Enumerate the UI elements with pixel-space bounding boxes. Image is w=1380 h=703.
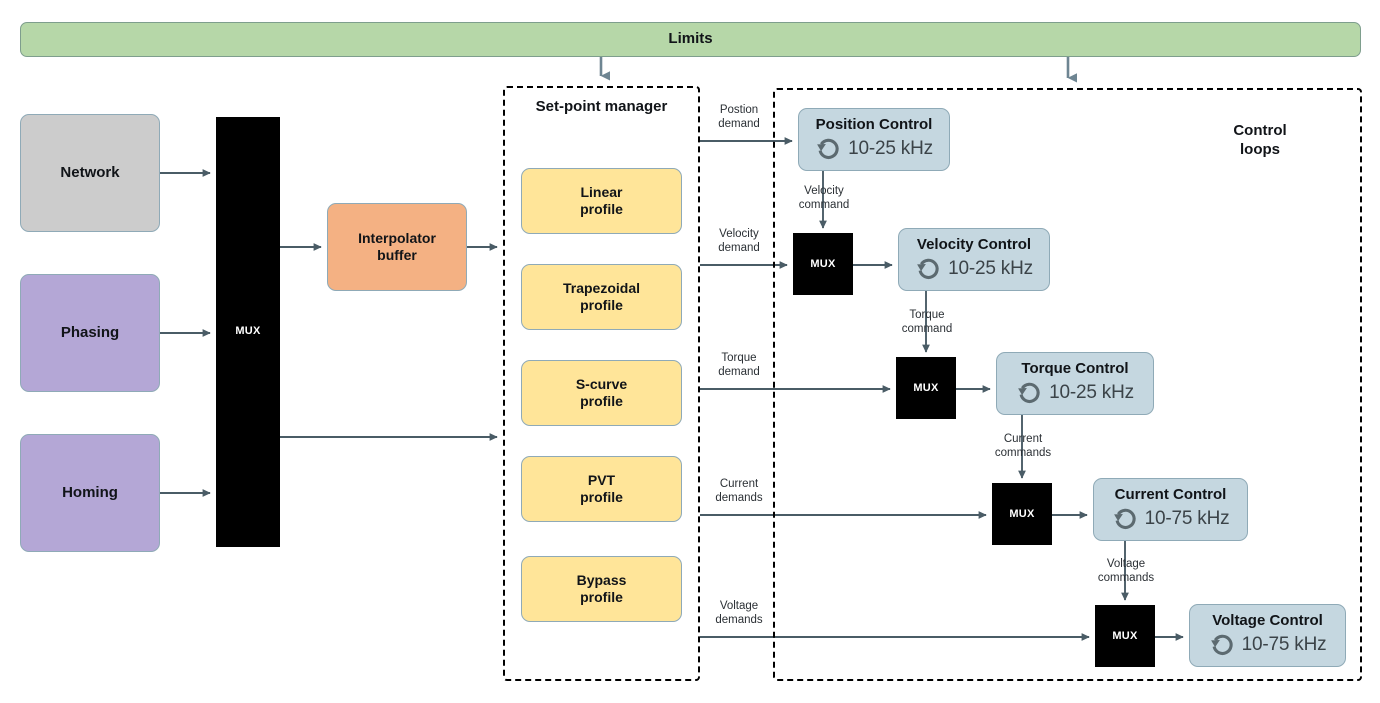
interpolator-label: Interpolator buffer [358,229,436,263]
profile-block-bypass[interactable]: Bypass profile [521,556,682,622]
loop-title: Position Control [815,116,933,134]
edge-label-torque-demand: Torque demand [718,352,760,379]
control-loop-torque[interactable]: Torque Control 10-25 kHz [996,352,1154,415]
source-label: Homing [62,483,118,501]
edge-label-position-demand: Postion demand [718,104,760,131]
loop-rate-row: 10-75 kHz [1209,632,1327,658]
mux-label: MUX [1112,630,1138,642]
edge-label-velocity-command: Velocity command [798,185,850,212]
mux-label: MUX [913,382,939,394]
source-block-phasing[interactable]: Phasing [20,274,160,392]
loop-refresh-icon [917,258,939,279]
set-point-manager-title: Set-point manager [535,98,668,115]
control-loops-container [773,88,1362,681]
control-loops-title: Control loops [1233,122,1287,158]
edge-label-torque-command: Torque command [901,309,953,336]
profile-block-linear[interactable]: Linear profile [521,168,682,234]
loop-title: Velocity Control [916,236,1032,254]
loop-title: Current Control [1114,486,1227,504]
loop-rate-row: 10-25 kHz [915,256,1033,282]
interpolator-buffer-block[interactable]: Interpolator buffer [327,203,467,291]
loop-rate-row: 10-25 kHz [815,136,933,162]
mux-label: MUX [1009,508,1035,520]
profile-label: Linear profile [580,183,623,217]
edge-label-voltage-commands: Voltage commands [1097,558,1155,585]
mux-voltage[interactable]: MUX [1095,605,1155,667]
input-mux-bar[interactable]: MUX [216,117,280,547]
mux-torque[interactable]: MUX [896,357,956,419]
control-loop-position[interactable]: Position Control 10-25 kHz [798,108,950,171]
loop-rate: 10-75 kHz [1144,507,1230,529]
loop-refresh-icon [1113,508,1136,529]
loop-rate: 10-25 kHz [948,257,1033,279]
source-label: Phasing [60,323,120,341]
limits-label: Limits [668,30,713,48]
source-block-homing[interactable]: Homing [20,434,160,552]
loop-rate: 10-25 kHz [1049,381,1134,403]
loop-rate: 10-75 kHz [1241,633,1327,655]
loop-refresh-icon [817,138,839,159]
edge-label-current-commands: Current commands [994,433,1052,460]
loop-rate: 10-25 kHz [848,137,933,159]
limits-bar[interactable]: Limits [20,22,1361,57]
edge-label-velocity-demand: Velocity demand [718,228,760,255]
mux-label: MUX [810,258,836,270]
mux-current[interactable]: MUX [992,483,1052,545]
source-label: Network [60,163,120,181]
loop-rate-row: 10-75 kHz [1112,506,1230,532]
mux-velocity[interactable]: MUX [793,233,853,295]
loop-title: Torque Control [1021,360,1129,378]
control-loop-voltage[interactable]: Voltage Control 10-75 kHz [1189,604,1346,667]
profile-label: Bypass profile [576,571,627,605]
profile-block-trapezoidal[interactable]: Trapezoidal profile [521,264,682,330]
profile-label: Trapezoidal profile [562,279,641,313]
profile-label: PVT profile [580,471,623,505]
mux-label: MUX [235,325,261,338]
profile-label: S-curve profile [575,375,628,409]
loop-refresh-icon [1210,634,1233,655]
loop-rate-row: 10-25 kHz [1016,380,1134,406]
loop-refresh-icon [1018,382,1040,403]
profile-block-pvt[interactable]: PVT profile [521,456,682,522]
source-block-network[interactable]: Network [20,114,160,232]
set-point-manager-container [503,86,700,681]
profile-block-s-curve[interactable]: S-curve profile [521,360,682,426]
control-loop-current[interactable]: Current Control 10-75 kHz [1093,478,1248,541]
control-loop-velocity[interactable]: Velocity Control 10-25 kHz [898,228,1050,291]
edge-label-voltage-demands: Voltage demands [715,600,763,627]
loop-title: Voltage Control [1212,612,1323,630]
edge-label-current-demands: Current demands [715,478,763,505]
